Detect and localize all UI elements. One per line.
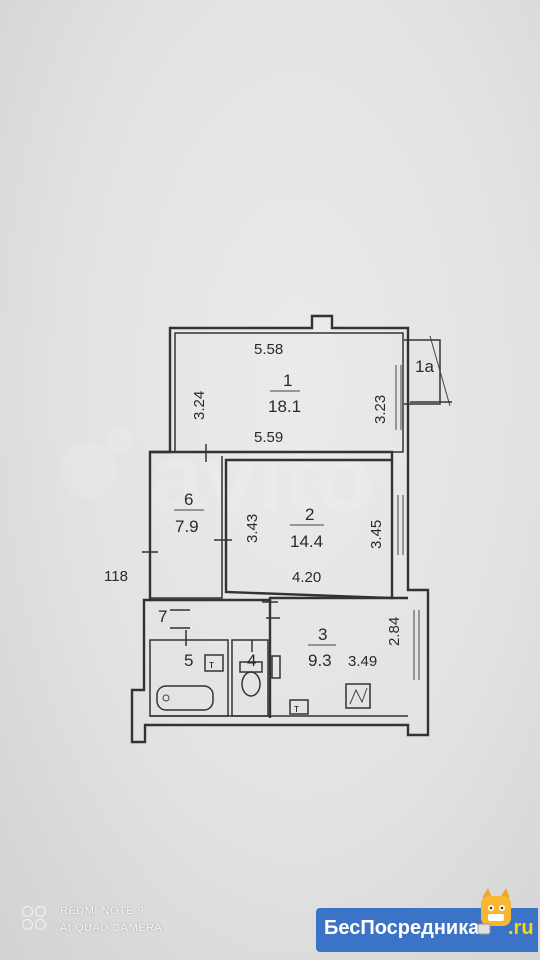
camera-type: AI QUAD CAMERA — [60, 922, 163, 934]
toilet-icon — [239, 661, 263, 697]
room-2-area: 14.4 — [290, 532, 323, 551]
room-3-area: 9.3 — [308, 651, 332, 670]
svg-text:т: т — [294, 703, 299, 715]
room-5-number: 5 — [184, 651, 193, 670]
dim-room1-left: 3.24 — [191, 391, 208, 420]
brand-name: БесПосредника — [324, 917, 480, 939]
dim-room2-bottom: 4.20 — [292, 569, 321, 586]
dim-room2-right: 3.45 — [368, 520, 385, 549]
room-6-walls — [150, 456, 223, 599]
stove-icon — [345, 683, 371, 709]
partition-1 — [150, 450, 394, 460]
camera-model: REDMI NOTE 9 — [60, 905, 145, 917]
balcony-hatch — [429, 335, 451, 407]
bathtub-icon — [156, 685, 214, 711]
dim-room1-top: 5.58 — [254, 341, 283, 358]
partition-2 — [150, 596, 408, 602]
room-4-number: 4 — [247, 651, 256, 670]
dim-room3-width: 3.49 — [348, 653, 377, 670]
dim-room1-right: 3.23 — [372, 395, 389, 424]
sink-icon: т — [204, 654, 224, 672]
cat-mascot-icon — [477, 888, 511, 935]
outer-wall — [130, 314, 430, 744]
dim-room1-bottom: 5.59 — [254, 429, 283, 446]
dim-room3-right: 2.84 — [386, 617, 403, 646]
camera-watermark: REDMI NOTE 9 AI QUAD CAMERA — [22, 903, 162, 937]
room-6-area: 7.9 — [175, 517, 199, 536]
camera-lens-icon — [22, 906, 52, 934]
dim-room2-left: 3.43 — [244, 514, 261, 543]
avito-watermark: avito — [60, 424, 374, 531]
brand-tld: .ru — [508, 917, 534, 939]
window-marks — [395, 365, 420, 680]
kitchen-sink-icon: т — [289, 699, 309, 715]
svg-text:т: т — [209, 659, 214, 671]
room-1-area: 18.1 — [268, 397, 301, 416]
room-1-number: 1 — [283, 371, 292, 390]
room-1a-number: 1а — [415, 357, 434, 376]
room-6-number: 6 — [184, 490, 193, 509]
room-3-number: 3 — [318, 625, 327, 644]
room-7-number: 7 — [158, 607, 167, 626]
room-2-number: 2 — [305, 505, 314, 524]
dim-room6-left: 118 — [104, 568, 128, 585]
watermark-text: avito — [150, 424, 374, 531]
room-1-inner — [174, 332, 404, 453]
door-marks — [142, 444, 281, 679]
besposrednika-badge[interactable]: БесПосредника .ru — [316, 888, 538, 952]
